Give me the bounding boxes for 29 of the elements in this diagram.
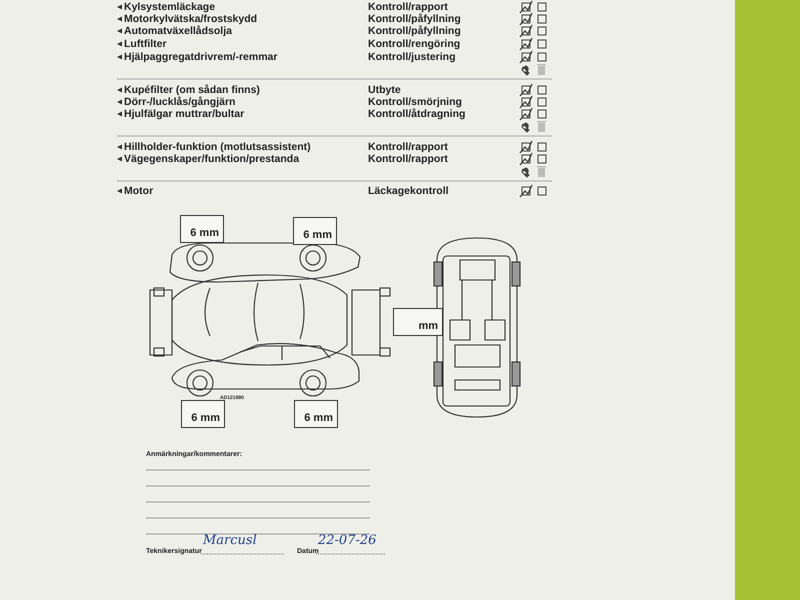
checklist-action: Läckagekontroll	[368, 185, 449, 197]
checklist-action: Kontroll/rapport	[368, 153, 448, 165]
checklist-action: Kontroll/rapport	[368, 1, 448, 13]
checklist-item: Luftfilter	[124, 38, 167, 50]
checklist-action: Kontroll/påfyllning	[368, 13, 461, 25]
checklist-item: Motor	[124, 185, 154, 197]
checklist-item: Motorkylvätska/frostskydd	[124, 13, 258, 25]
tread-depth-field: 6 mm	[181, 400, 225, 428]
checklist-action: Utbyte	[368, 84, 401, 96]
checklist-item: Kupéfilter (om sådan finns)	[124, 84, 260, 96]
signature: Marcusl	[203, 535, 257, 547]
checklist-item: Hjulfälgar muttrar/bultar	[124, 108, 244, 120]
date: 22-07-26	[318, 535, 376, 547]
checklist-action: Kontroll/rengöring	[368, 38, 460, 50]
tread-depth-field: 6 mm	[294, 400, 338, 428]
tread-depth-field: 6 mm	[293, 217, 337, 245]
checklist-item: Kylsystemläckage	[124, 1, 216, 13]
checklist-item: Vägegenskaper/funktion/prestanda	[124, 153, 300, 165]
tread-depth-field: mm	[393, 308, 443, 336]
checklist-action: Kontroll/rapport	[368, 141, 448, 153]
checklist-action: Kontroll/justering	[368, 51, 456, 63]
checklist-item: Hjälpaggregatdrivrem/-remmar	[124, 51, 278, 63]
checklist-item: Dörr-/lucklås/gångjärn	[124, 96, 236, 108]
checklist-action: Kontroll/påfyllning	[368, 25, 461, 37]
checklist-action: Kontroll/smörjning	[368, 96, 462, 108]
checklist-item: Automatväxellådsolja	[124, 25, 232, 37]
checklist-action: Kontroll/åtdragning	[368, 108, 466, 120]
tread-depth-field: 6 mm	[180, 215, 224, 243]
checklist-item: Hillholder-funktion (motlutsassistent)	[124, 141, 311, 153]
